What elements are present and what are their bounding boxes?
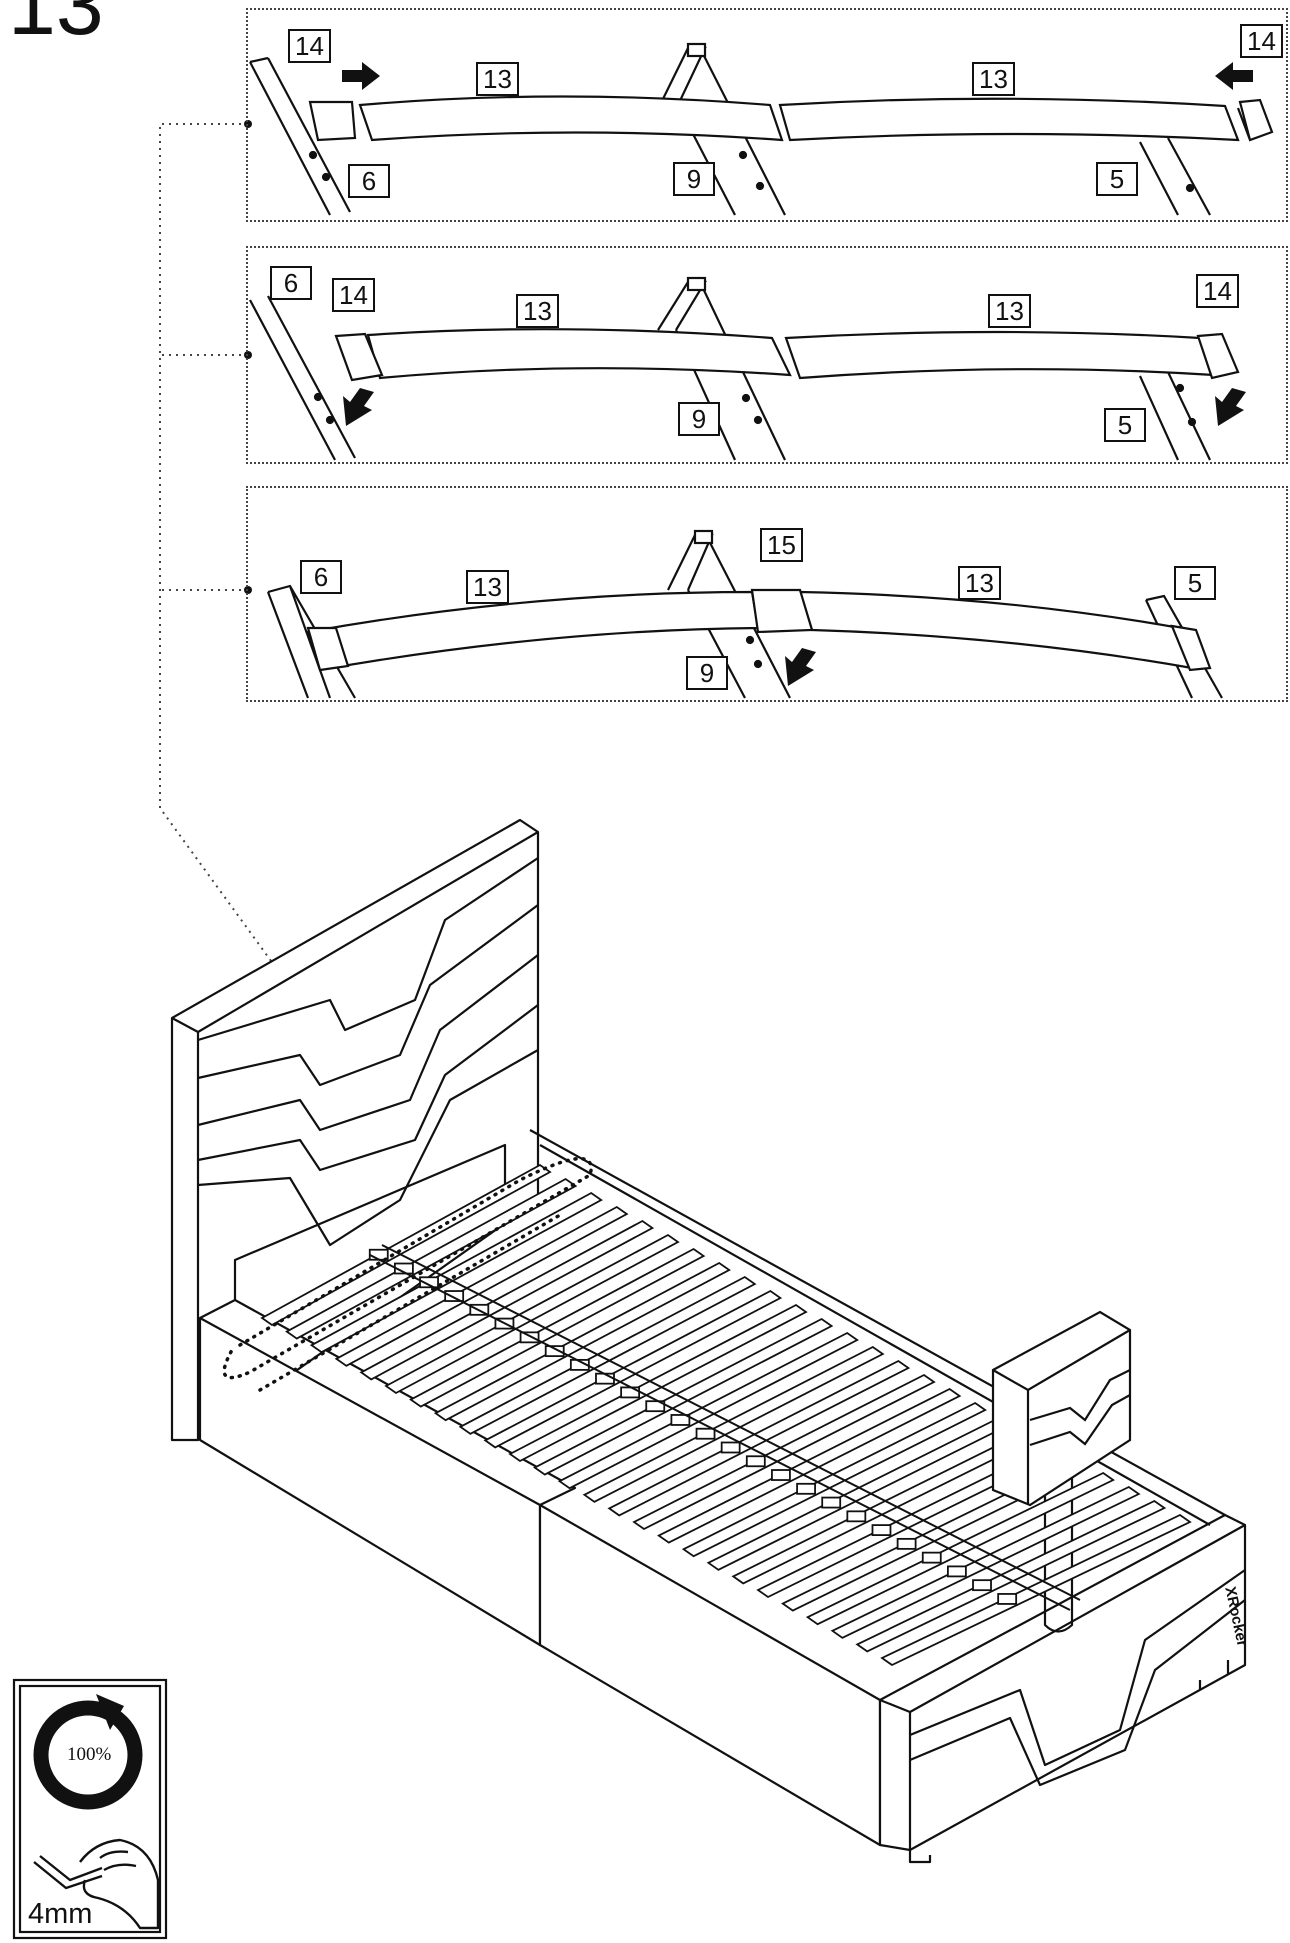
part-label-13: 13: [958, 566, 1001, 600]
panel-2: [246, 246, 1288, 464]
slat-cap: [871, 1524, 892, 1536]
bed-slat: [458, 1275, 757, 1435]
part-label-13: 13: [516, 294, 559, 328]
hex-key-hand-icon: [33, 1838, 160, 1930]
part-label-5: 5: [1174, 566, 1216, 600]
bed-slat: [855, 1499, 1167, 1653]
bed-slat: [657, 1387, 962, 1544]
step-number: 13: [8, 0, 104, 53]
highlight-dots: [222, 1156, 593, 1392]
bed-slat: [805, 1471, 1115, 1626]
part-label-5: 5: [1096, 162, 1138, 196]
slat-cap: [771, 1469, 791, 1481]
slat-cap: [645, 1400, 666, 1413]
bed-slat: [483, 1289, 783, 1449]
slat-cap: [519, 1331, 540, 1344]
arrow-right-icon: [342, 62, 380, 90]
part-label-15: 15: [760, 528, 803, 562]
slat-cap: [620, 1386, 641, 1399]
rotation-percent: 100%: [67, 1744, 112, 1765]
part-label-14: 14: [332, 278, 375, 312]
part-label-6: 6: [300, 560, 342, 594]
part-label-9: 9: [673, 162, 715, 196]
arrow-left-icon: [1215, 62, 1253, 90]
bed-drawing: [170, 818, 1247, 1864]
slat-cap: [821, 1496, 842, 1509]
part-label-9: 9: [678, 402, 720, 436]
bed-slat: [334, 1205, 629, 1367]
bed-slat: [260, 1163, 552, 1327]
slat-cap: [745, 1455, 766, 1468]
bed-slat: [880, 1513, 1192, 1667]
bed-slat: [359, 1219, 655, 1381]
slat-cap: [544, 1345, 565, 1358]
panel-1-drawing: [249, 42, 1274, 216]
bed-slats: [260, 1163, 1192, 1667]
bed-slat: [433, 1261, 731, 1422]
part-label-6: 6: [270, 266, 312, 300]
part-label-5: 5: [1104, 408, 1146, 442]
part-label-13: 13: [988, 294, 1031, 328]
part-label-14: 14: [1240, 24, 1283, 58]
bed-center-rail: [369, 1244, 1081, 1611]
tool-box: [12, 1678, 168, 1940]
arrow-down-left-icon: [1215, 388, 1246, 426]
arrow-down-left-icon: [785, 648, 816, 686]
panel-3: [246, 486, 1288, 702]
slat-cap: [921, 1551, 942, 1564]
bed-slat: [508, 1303, 808, 1463]
slat-cap: [419, 1276, 439, 1289]
part-label-13: 13: [476, 62, 519, 96]
slat-cap: [670, 1414, 691, 1426]
slat-cap: [720, 1441, 741, 1454]
bed-slat: [681, 1401, 987, 1558]
slat-cap: [896, 1537, 917, 1550]
part-label-9: 9: [686, 656, 728, 690]
bed-slat: [607, 1359, 911, 1517]
panel-1: [246, 8, 1288, 222]
bed-slat: [384, 1233, 680, 1395]
part-label-14: 14: [288, 29, 331, 63]
slat-cap: [444, 1290, 465, 1302]
hex-key-size: 4mm: [28, 1898, 93, 1930]
slat-cap: [695, 1427, 716, 1440]
slat-cap: [796, 1482, 816, 1495]
rotation-icon: [33, 1694, 143, 1810]
bed-slat: [830, 1485, 1141, 1639]
slat-cap: [946, 1565, 967, 1578]
arrow-down-left-icon: [343, 388, 374, 426]
slat-cap: [972, 1579, 992, 1592]
bed-slat: [632, 1373, 936, 1531]
panel-2-drawing: [249, 276, 1240, 461]
panel-3-drawing: [266, 529, 1223, 699]
part-label-6: 6: [348, 164, 390, 198]
slat-cap: [846, 1510, 867, 1523]
part-label-13: 13: [466, 570, 509, 604]
slat-cap: [997, 1593, 1018, 1605]
bed-slat: [409, 1247, 706, 1408]
bed-lamp: [991, 1310, 1132, 1507]
part-label-13: 13: [972, 62, 1015, 96]
bed-slat: [285, 1177, 578, 1340]
bed-slat: [533, 1317, 834, 1476]
part-label-14: 14: [1196, 274, 1239, 308]
